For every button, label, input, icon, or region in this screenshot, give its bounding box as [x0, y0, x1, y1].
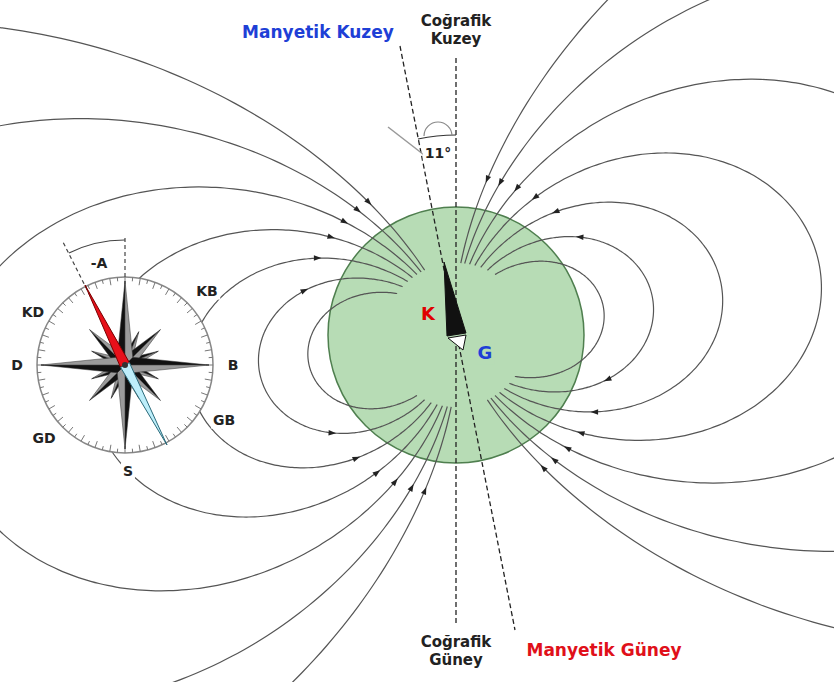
compass-needle-blue — [121, 363, 167, 445]
field-arrow — [327, 233, 335, 238]
field-arrow — [486, 175, 491, 183]
field-arrow — [591, 409, 599, 414]
field-arrow — [514, 184, 521, 192]
field-line — [481, 202, 723, 412]
field-line — [258, 278, 424, 433]
axis-label: Coğrafik Kuzey — [408, 12, 504, 48]
magnetic-axis — [400, 46, 515, 630]
declination-label: -A — [89, 255, 110, 272]
field-arrow — [300, 289, 308, 295]
pole-letter: K — [419, 303, 437, 325]
field-arrow — [552, 208, 560, 213]
field-line — [189, 258, 431, 468]
magnet-south — [448, 335, 466, 350]
field-arrow — [604, 375, 612, 381]
field-arrow — [532, 193, 540, 200]
compass-direction: GB — [211, 412, 237, 429]
field-arrow — [328, 430, 336, 435]
pole-label: Manyetik Güney — [524, 640, 683, 660]
field-arrow — [421, 487, 426, 495]
field-arrow — [408, 484, 414, 492]
field-arrow — [352, 457, 360, 462]
angle-value: 11° — [423, 145, 453, 162]
compass-direction: KB — [194, 283, 220, 300]
field-line — [91, 230, 438, 517]
field-line — [465, 0, 834, 551]
field-line — [487, 237, 653, 392]
field-arrow — [391, 479, 398, 487]
field-line — [0, 22, 451, 682]
field-line — [461, 0, 834, 648]
field-arrow — [564, 446, 572, 452]
field-line — [0, 187, 442, 591]
field-arrow — [576, 234, 584, 239]
compass-direction: S — [121, 463, 135, 480]
pole-letter: G — [476, 342, 495, 364]
field-arrow — [364, 198, 371, 205]
field-arrow — [541, 465, 548, 472]
field-arrow — [577, 431, 585, 436]
field-arrow — [372, 470, 380, 477]
compass-direction: D — [9, 357, 25, 374]
field-arrow — [340, 218, 348, 224]
field-arrow — [551, 457, 559, 464]
compass-direction: B — [226, 357, 241, 374]
field-arrow — [353, 206, 361, 213]
angle-mark — [424, 122, 452, 136]
compass-direction: GD — [30, 430, 57, 447]
field-line — [470, 79, 834, 483]
compass-needle-red — [85, 285, 130, 367]
pole-label: Manyetik Kuzey — [240, 22, 396, 42]
field-line — [475, 153, 822, 440]
field-arrow — [314, 255, 322, 260]
compass-direction: KD — [20, 304, 46, 321]
field-arrow — [498, 178, 504, 186]
magnet-north — [444, 262, 466, 336]
field-line — [0, 119, 447, 682]
field-line — [308, 292, 417, 409]
axis-label: Coğrafik Güney — [408, 633, 504, 669]
compass — [37, 238, 213, 453]
field-line — [495, 261, 604, 378]
